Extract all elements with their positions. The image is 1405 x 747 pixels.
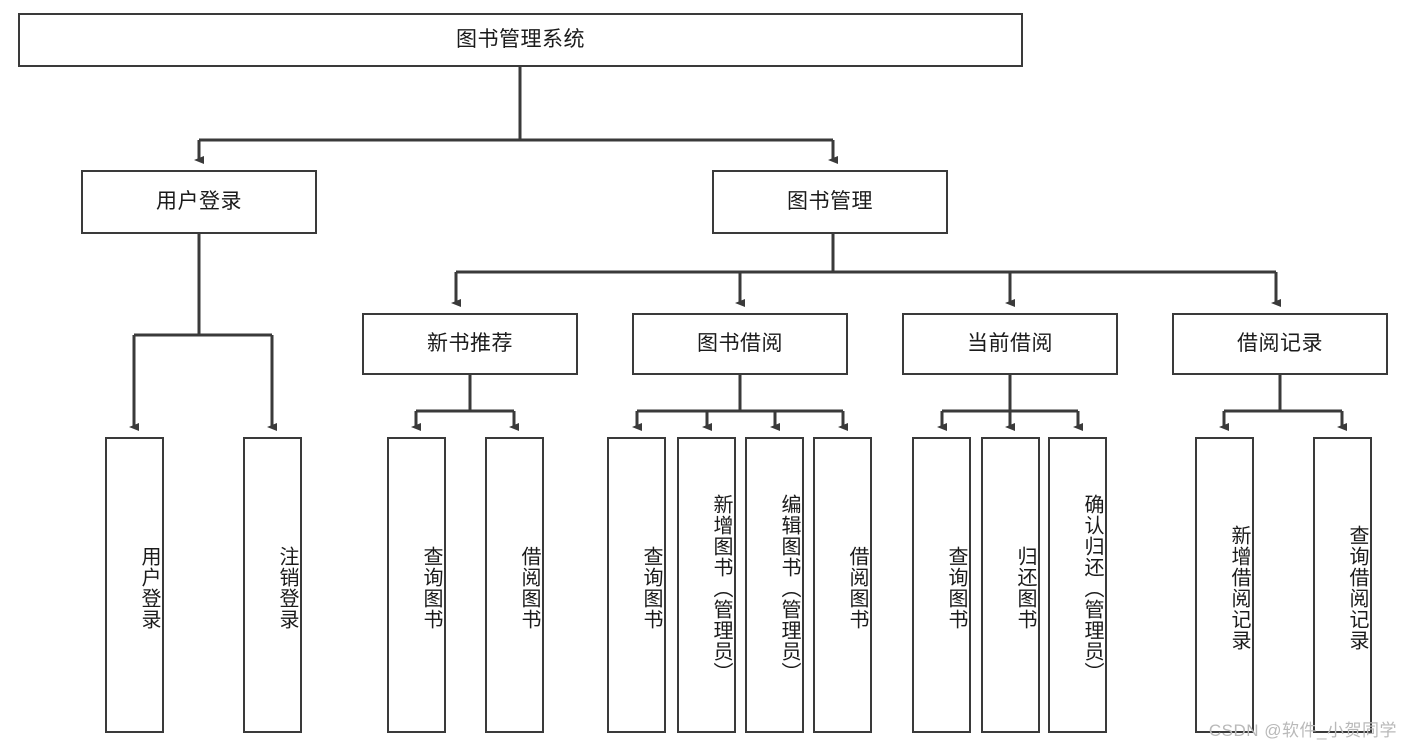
node-root[interactable]: 图书管理系统 — [18, 13, 1023, 67]
node-leaf-borrow-book-1-label: 借阅图书 — [518, 546, 540, 630]
node-leaf-query-record[interactable]: 查询借阅记录 — [1313, 437, 1372, 733]
node-leaf-query-book-2[interactable]: 查询图书 — [607, 437, 666, 733]
node-leaf-user-logout[interactable]: 注销登录 — [243, 437, 302, 733]
node-root-label: 图书管理系统 — [456, 28, 585, 52]
node-leaf-user-logout-label: 注销登录 — [276, 546, 298, 630]
node-leaf-user-login-label: 用户登录 — [138, 546, 160, 630]
node-borrow-record[interactable]: 借阅记录 — [1172, 313, 1388, 375]
node-leaf-query-book-3-label: 查询图书 — [945, 546, 967, 630]
node-borrow-record-label: 借阅记录 — [1237, 332, 1323, 356]
node-leaf-query-book-1[interactable]: 查询图书 — [387, 437, 446, 733]
node-leaf-edit-book[interactable]: 编辑图书（管理员） — [745, 437, 804, 733]
node-book-manage[interactable]: 图书管理 — [712, 170, 948, 234]
node-book-borrow[interactable]: 图书借阅 — [632, 313, 848, 375]
node-leaf-add-record[interactable]: 新增借阅记录 — [1195, 437, 1254, 733]
node-leaf-confirm-return-label: 确认归还（管理员） — [1081, 493, 1103, 683]
node-new-book-recommend-label: 新书推荐 — [427, 332, 513, 356]
watermark: CSDN @软件_小贺同学 — [1208, 721, 1397, 740]
node-book-borrow-label: 图书借阅 — [697, 332, 783, 356]
node-leaf-query-book-3[interactable]: 查询图书 — [912, 437, 971, 733]
node-leaf-return-book[interactable]: 归还图书 — [981, 437, 1040, 733]
node-new-book-recommend[interactable]: 新书推荐 — [362, 313, 578, 375]
node-leaf-add-book-label: 新增图书（管理员） — [710, 493, 732, 683]
node-leaf-add-book[interactable]: 新增图书（管理员） — [677, 437, 736, 733]
node-leaf-query-book-2-label: 查询图书 — [640, 546, 662, 630]
node-current-borrow-label: 当前借阅 — [967, 332, 1053, 356]
node-leaf-return-book-label: 归还图书 — [1014, 546, 1036, 630]
node-book-manage-label: 图书管理 — [787, 190, 873, 214]
node-leaf-add-record-label: 新增借阅记录 — [1228, 525, 1250, 651]
node-leaf-user-login[interactable]: 用户登录 — [105, 437, 164, 733]
node-leaf-query-book-1-label: 查询图书 — [420, 546, 442, 630]
node-leaf-borrow-book-1[interactable]: 借阅图书 — [485, 437, 544, 733]
node-user-login[interactable]: 用户登录 — [81, 170, 317, 234]
node-user-login-label: 用户登录 — [156, 190, 242, 214]
node-current-borrow[interactable]: 当前借阅 — [902, 313, 1118, 375]
node-leaf-borrow-book-2[interactable]: 借阅图书 — [813, 437, 872, 733]
node-leaf-borrow-book-2-label: 借阅图书 — [846, 546, 868, 630]
node-leaf-edit-book-label: 编辑图书（管理员） — [778, 493, 800, 683]
node-leaf-query-record-label: 查询借阅记录 — [1346, 525, 1368, 651]
node-leaf-confirm-return[interactable]: 确认归还（管理员） — [1048, 437, 1107, 733]
